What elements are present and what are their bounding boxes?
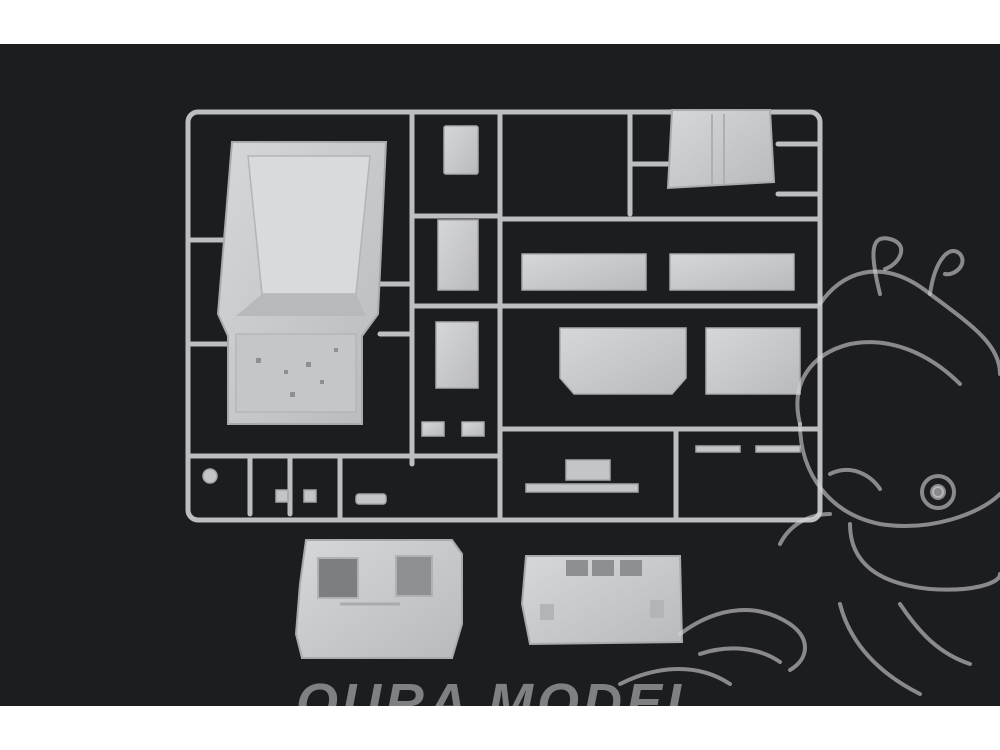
sprue-frame — [185, 109, 823, 523]
dragon-mascot-watermark — [618, 236, 1000, 696]
brand-watermark-text: OURA MODEL — [296, 673, 703, 706]
scene-svg — [185, 109, 1000, 696]
rear-box-part — [520, 555, 684, 646]
box-part-top-right — [666, 109, 776, 190]
flat-panels — [521, 253, 801, 395]
small-panels — [421, 125, 485, 437]
hull-tub-part — [216, 141, 388, 425]
photo-frame: OURA MODEL — [0, 44, 1000, 706]
cab-part — [294, 539, 463, 659]
small-parts — [202, 445, 801, 505]
